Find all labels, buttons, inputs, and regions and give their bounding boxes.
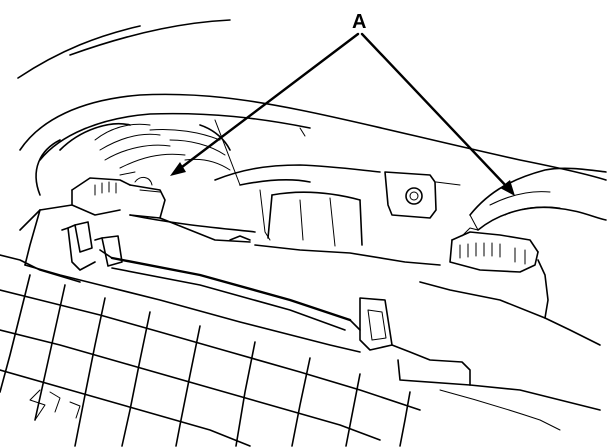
callout-line-left	[176, 32, 360, 172]
arrowhead-left-icon	[170, 162, 186, 176]
arrowhead-right-icon	[500, 180, 515, 196]
dash-panel	[24, 164, 441, 266]
lower-trim	[19, 209, 601, 431]
bolt-icon	[405, 187, 423, 205]
grille-lattice	[0, 254, 421, 447]
callout-label: A	[352, 11, 366, 33]
callout-a: A	[170, 11, 515, 196]
right-wire-harness	[469, 167, 607, 231]
right-connector	[449, 227, 539, 273]
left-wire-harness	[59, 119, 241, 186]
callout-line-right	[360, 32, 510, 190]
right-panel-edge	[419, 259, 601, 346]
upper-body-contour	[17, 19, 607, 196]
right-clip	[349, 297, 471, 386]
left-connector	[71, 177, 166, 219]
bolt-bracket	[384, 171, 461, 219]
left-clip	[61, 221, 123, 271]
